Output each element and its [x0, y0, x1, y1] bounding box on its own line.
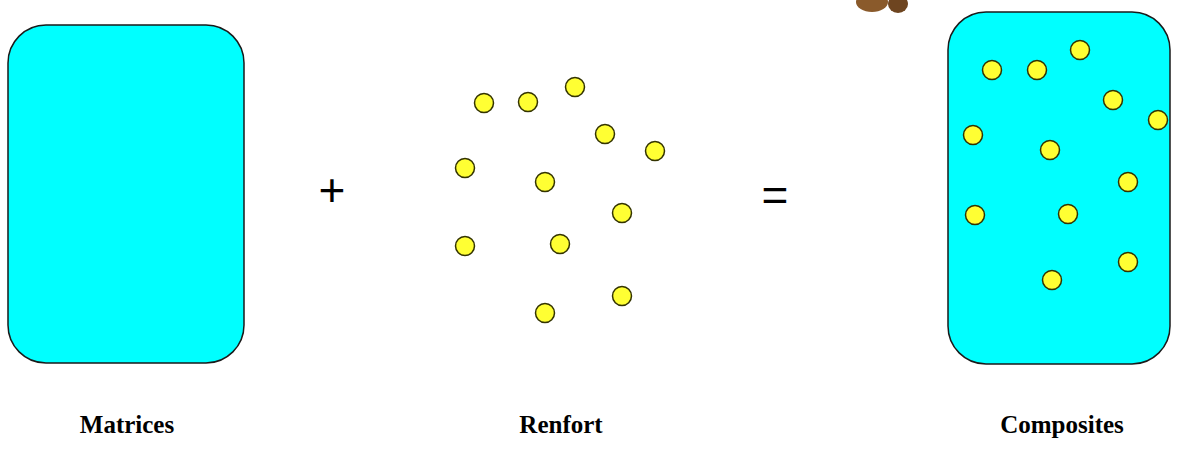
- particle: [1043, 271, 1062, 290]
- caption-label: Composites: [1000, 411, 1124, 439]
- operator-symbol: +: [319, 165, 346, 216]
- matrix-shape: [8, 25, 244, 363]
- caption-label: Renfort: [519, 411, 602, 439]
- brown-fragment: [856, 0, 888, 12]
- particle: [566, 78, 585, 97]
- particle: [519, 93, 538, 112]
- operator-symbol: =: [762, 170, 789, 221]
- brown-fragment: [888, 0, 908, 13]
- particle: [456, 159, 475, 178]
- reinforcement-particles: [456, 41, 1168, 323]
- particle: [966, 206, 985, 225]
- particle: [983, 61, 1002, 80]
- particle: [1119, 253, 1138, 272]
- caption-label: Matrices: [80, 411, 174, 439]
- composite-shape: [948, 12, 1170, 364]
- particle: [1119, 173, 1138, 192]
- particle: [1071, 41, 1090, 60]
- particle: [1028, 61, 1047, 80]
- particle: [613, 287, 632, 306]
- particle: [596, 125, 615, 144]
- particle: [536, 173, 555, 192]
- particle: [1104, 91, 1123, 110]
- particle: [475, 94, 494, 113]
- particle: [613, 204, 632, 223]
- particle: [536, 304, 555, 323]
- particle: [1149, 111, 1168, 130]
- particle: [1059, 205, 1078, 224]
- particle: [646, 142, 665, 161]
- particle: [551, 235, 570, 254]
- particle: [456, 237, 475, 256]
- particle: [1041, 141, 1060, 160]
- particle: [964, 126, 983, 145]
